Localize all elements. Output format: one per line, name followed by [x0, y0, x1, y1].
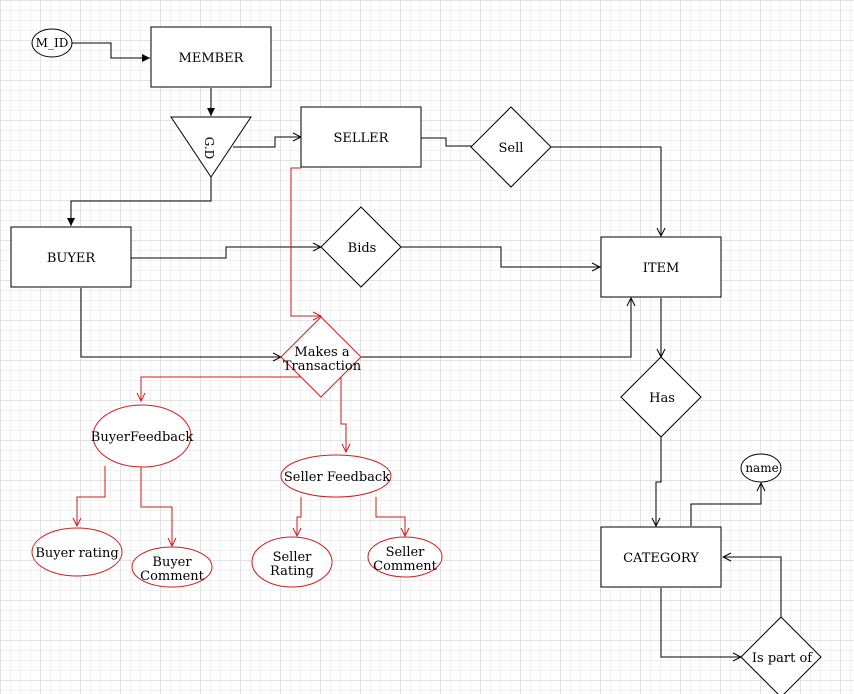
entity-buyer-label: BUYER: [47, 251, 97, 266]
edge-seller-sell: [421, 137, 473, 147]
relationship-bids-label: Bids: [348, 241, 377, 256]
relationship-sell-label: Sell: [499, 141, 524, 156]
relationship-transaction-label-line1: Makes a: [294, 345, 349, 360]
red-connectors: [77, 167, 405, 546]
attribute-seller-feedback[interactable]: Seller Feedback: [280, 454, 392, 498]
attribute-buyer-rating-label: Buyer rating: [35, 546, 118, 561]
relationship-makes-transaction[interactable]: Makes a Transaction: [280, 316, 362, 398]
edge-sellerfeedback-rating: [297, 497, 302, 536]
edge-gd-buyer: [67, 168, 212, 226]
relationship-is-part-of-label: Is part of: [752, 651, 813, 666]
edge-buyerfeedback-comment: [140, 466, 172, 546]
edge-ispartof-category: [723, 557, 782, 617]
relationship-has-label: Has: [649, 391, 675, 406]
attribute-name-label: name: [745, 461, 778, 475]
edge-sellerfeedback-comment: [375, 497, 405, 536]
attribute-buyer-comment-line2: Comment: [140, 569, 204, 584]
edge-transaction-item: [361, 298, 631, 358]
relationship-has[interactable]: Has: [620, 356, 702, 438]
entity-member[interactable]: MEMBER: [150, 26, 272, 88]
edge-category-ispartof: [660, 588, 741, 657]
relationship-transaction-label-line2: Transaction: [283, 359, 362, 374]
entity-seller[interactable]: SELLER: [300, 106, 422, 168]
entity-seller-label: SELLER: [334, 131, 390, 146]
attribute-seller-rating-line2: Rating: [270, 564, 314, 579]
entity-item-label: ITEM: [643, 261, 680, 276]
attribute-buyer-feedback-label: BuyerFeedback: [91, 430, 194, 445]
attribute-seller-rating[interactable]: Seller Rating: [251, 536, 333, 588]
edge-seller-transaction: [290, 167, 321, 316]
entity-buyer[interactable]: BUYER: [10, 226, 132, 288]
edge-sell-item: [551, 146, 661, 236]
edge-transaction-buyerfeedback: [141, 376, 321, 401]
relationship-is-part-of[interactable]: Is part of: [740, 616, 822, 694]
attribute-m-id[interactable]: M_ID: [31, 28, 73, 58]
edge-bids-item: [401, 246, 600, 267]
entity-item[interactable]: ITEM: [600, 236, 722, 298]
generalization-label: G.D: [202, 137, 216, 160]
attribute-buyer-comment-line1: Buyer: [152, 555, 192, 570]
attribute-seller-rating-line1: Seller: [273, 550, 313, 565]
connectors: [67, 42, 782, 657]
relationship-bids[interactable]: Bids: [320, 206, 402, 288]
edge-category-name: [690, 483, 761, 526]
relationship-sell[interactable]: Sell: [470, 106, 552, 188]
attribute-buyer-comment[interactable]: Buyer Comment: [131, 546, 213, 588]
edge-buyer-transaction: [80, 288, 281, 357]
attribute-seller-comment[interactable]: Seller Comment: [367, 536, 443, 578]
attribute-buyer-rating[interactable]: Buyer rating: [31, 527, 123, 577]
attribute-m-id-label: M_ID: [36, 36, 69, 50]
entity-category[interactable]: CATEGORY: [600, 526, 722, 588]
attribute-seller-feedback-label: Seller Feedback: [284, 470, 390, 485]
attribute-buyer-feedback[interactable]: BuyerFeedback: [91, 404, 194, 468]
edge-buyerfeedback-rating: [77, 466, 106, 526]
edge-mid-member: [71, 42, 150, 62]
attribute-seller-comment-line1: Seller: [386, 545, 426, 560]
attribute-name[interactable]: name: [740, 453, 782, 483]
entity-member-label: MEMBER: [179, 51, 245, 66]
edge-has-category: [656, 437, 662, 526]
entity-category-label: CATEGORY: [623, 551, 699, 566]
generalization-triangle[interactable]: G.D: [170, 116, 252, 178]
edge-gd-seller: [233, 137, 301, 148]
edge-buyer-bids: [131, 247, 321, 259]
edge-transaction-sellerfeedback: [340, 377, 346, 452]
attribute-seller-comment-line2: Comment: [373, 559, 437, 574]
